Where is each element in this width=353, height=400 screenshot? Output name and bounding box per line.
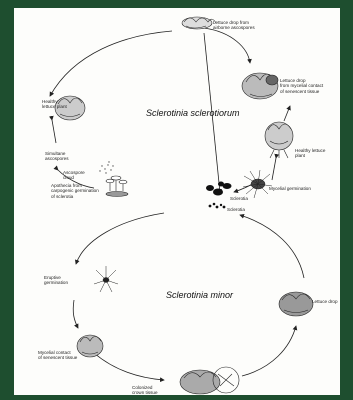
label-eruptive: Eruptive germination (44, 275, 68, 286)
cycle1-title: Sclerotinia sclerotiorum (146, 108, 240, 118)
label-lettuce-drop: Lettuce drop (312, 299, 338, 304)
upper-cycle-arc-left-down (52, 120, 56, 143)
label-healthy-right: Healthy lettuce plant (295, 148, 325, 159)
label-airborne-drop: Lettuce drop from airborne ascospores (213, 20, 255, 31)
mycelial-contact-illustration (77, 335, 103, 357)
upper-cycle-arc-top-left (50, 31, 172, 96)
label-apothecia: Apothecia from carpogenic germination of… (51, 183, 99, 199)
upper-cycle-arc-right (284, 106, 290, 121)
sclerotia-lower-illustration (209, 203, 226, 209)
lettuce-drop-lower-illustration (279, 292, 313, 316)
label-contact-drop: Lettuce drop from mycelial contact of se… (280, 78, 323, 94)
lower-cycle-arc-bottom-right (242, 326, 296, 376)
upper-cycle-arc-top-right (204, 28, 250, 63)
cycle2-title: Sclerotinia minor (166, 290, 233, 300)
colonized-crown-illustration (180, 367, 239, 394)
lettuce-airborne-illustration (182, 17, 216, 29)
lower-cycle-arc-left (73, 300, 78, 328)
label-sclerotia-upper: Sclerotia (230, 196, 248, 201)
lower-cycle-arc-top-left (76, 213, 164, 264)
lower-cycle-arc-right (240, 215, 304, 278)
sclerotia-upper-illustration (206, 182, 232, 196)
upper-cycle-arc-right-lower (272, 158, 276, 180)
diagram-canvas: Sclerotinia sclerotiorum Sclerotinia min… (14, 8, 340, 395)
lower-cycle-arc-bottom-left (94, 353, 164, 380)
cycle-artwork (14, 8, 340, 395)
mycelial-germination-illustration (243, 170, 272, 198)
label-mycelial-germination: Mycelial germination (269, 186, 311, 191)
label-ascospore-cloud: Ascospore cloud (63, 170, 85, 181)
label-mycelial-contact: Mycelial contact of senescent tissue (38, 350, 77, 361)
lettuce-contact-illustration (242, 73, 278, 99)
eruptive-germination-illustration (94, 266, 118, 292)
healthy-lettuce-right-illustration (265, 122, 293, 158)
label-colonized: Colonized crown tissue (132, 385, 158, 396)
label-sclerotia-lower: Sclerotia (227, 207, 245, 212)
label-healthy-left: Healthy lettuce plant (42, 99, 67, 110)
apothecia-illustration (106, 176, 128, 197)
label-simultaneous: Simultane ascospores (45, 151, 69, 162)
ascospore-cloud-illustration (99, 161, 113, 173)
